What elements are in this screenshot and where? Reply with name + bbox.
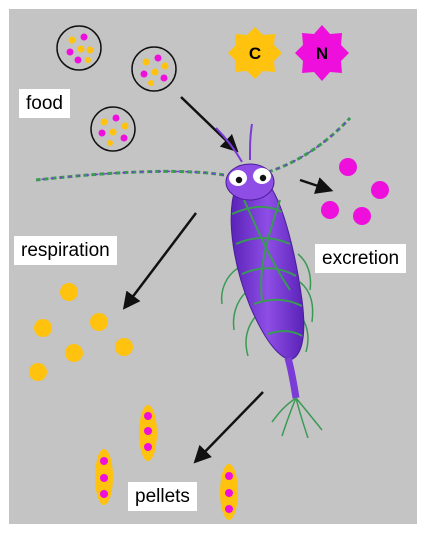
food-particle (91, 107, 135, 151)
fecal-pellet (220, 464, 238, 520)
fecal-pellet (95, 449, 113, 505)
nitrogen-symbol: N (316, 44, 328, 63)
fecal-pellet (139, 405, 157, 461)
food-particle (57, 26, 101, 70)
food-label: food (19, 89, 70, 118)
respiration-label: respiration (14, 236, 117, 265)
carbon-symbol: C (249, 44, 261, 63)
pellets-label: pellets (128, 482, 197, 511)
carbon-legend-star: C (228, 27, 282, 79)
nitrogen-legend-star: N (295, 25, 349, 81)
excretion-label: excretion (315, 244, 406, 273)
food-particle (132, 47, 176, 91)
